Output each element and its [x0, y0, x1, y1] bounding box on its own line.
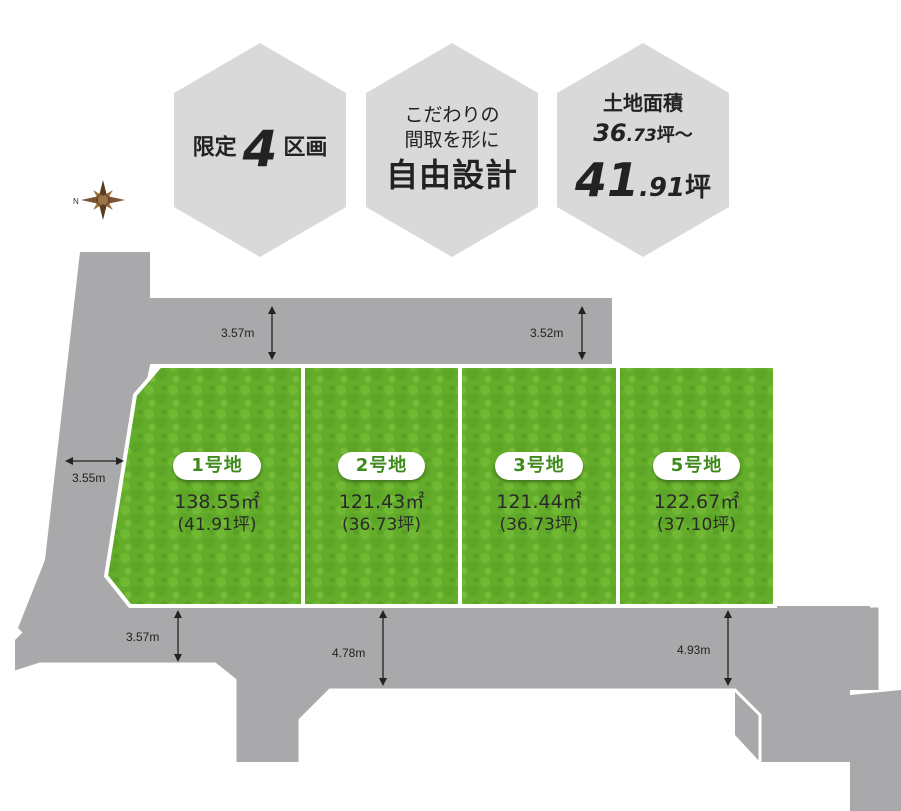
design-headline: 自由設計: [385, 156, 518, 194]
design-line-2: 間取を形に: [404, 129, 500, 151]
lot-1[interactable]: 1号地 138.55㎡ (41.91坪): [132, 452, 302, 536]
lot-2-badge: 2号地: [337, 452, 426, 480]
limited-number: 4: [242, 119, 278, 178]
dimension-west: 3.55m: [72, 471, 106, 485]
compass-north-label: N: [73, 197, 79, 206]
dimension-south-right: 4.93m: [677, 643, 711, 657]
lot-1-tsubo: (41.91坪): [177, 515, 257, 535]
lot-2-area: 121.43㎡: [338, 491, 425, 513]
lot-3[interactable]: 3号地 121.44㎡ (36.73坪): [460, 452, 618, 536]
road-network: [14, 252, 901, 811]
lot-5-shape[interactable]: [616, 364, 777, 608]
lot-5-tsubo: (37.10坪): [657, 515, 736, 535]
west-road: [18, 252, 150, 640]
compass-icon: N: [73, 180, 125, 220]
lot-5-area: 122.67㎡: [653, 491, 740, 513]
far-right-road: [850, 690, 901, 811]
hexagon-land: [557, 43, 729, 257]
feature-hexagons: [174, 43, 729, 257]
hexagon-limited: [174, 43, 346, 257]
lot-3-tsubo: (36.73坪): [499, 515, 579, 535]
land-min-num: 36: [593, 119, 627, 147]
lot-2-tsubo: (36.73坪): [342, 515, 421, 535]
south-right-road: [735, 690, 850, 762]
dimension-arrows: [65, 306, 732, 686]
north-road: [80, 252, 612, 420]
lot-2[interactable]: 2号地 121.43㎡ (36.73坪): [303, 452, 460, 536]
dimension-north-left: 3.57m: [221, 326, 255, 340]
limited-prefix: 限定: [192, 135, 237, 161]
land-min-unit: 坪～: [656, 125, 693, 146]
dimension-north-right: 3.52m: [530, 326, 564, 340]
lot-2-shape[interactable]: [301, 364, 462, 608]
land-min: 36.73坪～: [563, 116, 723, 153]
hexagon-design: [366, 43, 538, 257]
land-max-dec: .91: [638, 173, 686, 203]
limited-suffix: 区画: [283, 135, 328, 161]
lot-1-area: 138.55㎡: [174, 491, 260, 513]
dimension-south-mid: 4.78m: [332, 646, 366, 660]
lots: [103, 364, 777, 608]
lot-3-area: 121.44㎡: [496, 491, 582, 513]
lot-5-badge: 5号地: [652, 452, 741, 480]
dimension-south-left: 3.57m: [126, 630, 160, 644]
lot-5[interactable]: 5号地 122.67㎡ (37.10坪): [618, 452, 775, 536]
land-max: 41.91坪: [563, 153, 723, 218]
feature-land-area: 土地面積 36.73坪～ 41.91坪: [563, 90, 723, 218]
design-line-1: こだわりの: [404, 104, 500, 126]
land-label: 土地面積: [603, 91, 683, 115]
south-road: [15, 606, 880, 762]
land-max-unit: 坪: [685, 173, 712, 203]
lot-3-badge: 3号地: [495, 452, 583, 480]
land-min-dec: .73: [626, 126, 657, 146]
feature-design: こだわりの 間取を形に 自由設計: [372, 103, 532, 197]
land-max-num: 41: [574, 153, 639, 207]
lot-1-badge: 1号地: [173, 452, 261, 480]
